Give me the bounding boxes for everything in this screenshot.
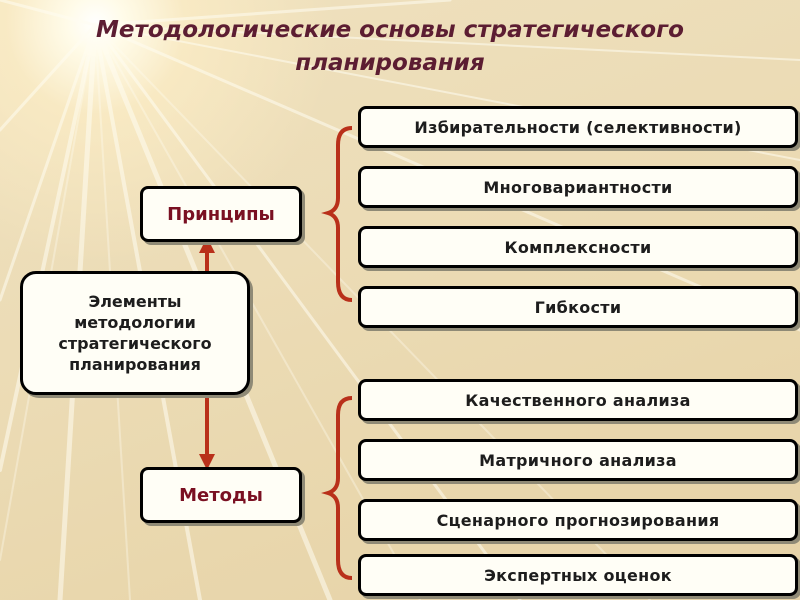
principle-item-complexity: Комплексности xyxy=(358,226,798,268)
center-box-line2: методологии xyxy=(74,313,196,332)
principles-label: Принципы xyxy=(167,203,275,225)
slide-title-line1: Методологические основы стратегического xyxy=(96,17,684,43)
method-item-expert-assessments: Экспертных оценок xyxy=(358,554,798,596)
center-box-line3: стратегического xyxy=(58,334,212,353)
methods-bracket xyxy=(321,396,353,580)
method-item-matrix-analysis: Матричного анализа xyxy=(358,439,798,481)
principles-box: Принципы xyxy=(140,186,302,242)
principles-bracket xyxy=(321,126,353,302)
principle-item-multivariance: Многовариантности xyxy=(358,166,798,208)
methods-box: Методы xyxy=(140,467,302,523)
slide-title-line2: планирования xyxy=(295,50,485,76)
principle-item-flexibility: Гибкости xyxy=(358,286,798,328)
method-item-scenario-forecasting: Сценарного прогнозирования xyxy=(358,499,798,541)
methods-label: Методы xyxy=(179,484,263,506)
method-item-qualitative-analysis: Качественного анализа xyxy=(358,379,798,421)
principle-item-selectivity: Избирательности (селективности) xyxy=(358,106,798,148)
methodology-elements-box: Элементы методологии стратегического пла… xyxy=(20,271,250,395)
center-box-line1: Элементы xyxy=(88,292,182,311)
center-box-line4: планирования xyxy=(69,355,201,374)
